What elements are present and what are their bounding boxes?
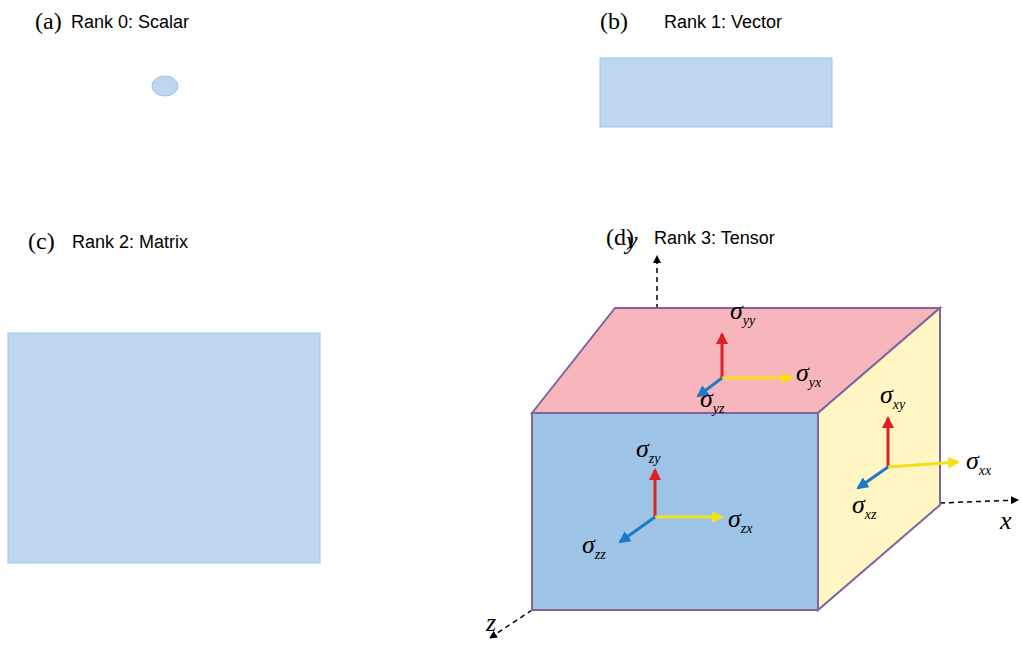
panel-heading: (b) Rank 1: Vector bbox=[600, 8, 787, 37]
stress-label: σyx bbox=[796, 358, 821, 391]
stress-arrow bbox=[858, 467, 888, 488]
stress-label: σzx bbox=[728, 504, 753, 537]
matrix-block bbox=[8, 333, 320, 563]
panel-heading: (a) Rank 0: Scalar bbox=[35, 8, 194, 37]
stress-label: σxz bbox=[852, 490, 877, 523]
stress-arrow bbox=[722, 377, 792, 380]
stress-arrow bbox=[654, 470, 657, 517]
stress-label: σyz bbox=[700, 384, 725, 417]
z-axis bbox=[490, 610, 532, 638]
panel-title: Rank 0: Scalar bbox=[71, 12, 189, 33]
panel-title: Rank 3: Tensor bbox=[654, 228, 775, 249]
panel-tag: (a) bbox=[35, 8, 62, 35]
stress-label: σzy bbox=[636, 434, 661, 467]
stress-label: σxx bbox=[966, 446, 991, 479]
panel-title: Rank 1: Vector bbox=[664, 12, 782, 33]
stress-arrow bbox=[887, 418, 890, 467]
stress-arrow bbox=[620, 517, 655, 542]
stress-label: σyy bbox=[730, 296, 755, 329]
stress-label: σxy bbox=[880, 380, 905, 413]
cube-right-face bbox=[818, 308, 940, 610]
panel-tag: (b) bbox=[600, 8, 628, 35]
stress-label: σzz bbox=[582, 530, 606, 563]
axis-label: z bbox=[486, 608, 496, 638]
scalar-dot bbox=[152, 76, 178, 96]
cube-front-face bbox=[532, 413, 818, 610]
x-axis bbox=[940, 500, 1018, 503]
panel-title: Rank 2: Matrix bbox=[72, 232, 188, 253]
vector-bar bbox=[600, 58, 832, 127]
stress-arrow bbox=[655, 516, 722, 519]
stress-arrow bbox=[721, 334, 724, 378]
panel-tag: (c) bbox=[28, 228, 55, 255]
stress-arrow bbox=[888, 462, 958, 467]
panel-heading: (c) Rank 2: Matrix bbox=[28, 228, 193, 257]
axis-label: x bbox=[1000, 506, 1012, 536]
axis-label: y bbox=[626, 226, 638, 256]
